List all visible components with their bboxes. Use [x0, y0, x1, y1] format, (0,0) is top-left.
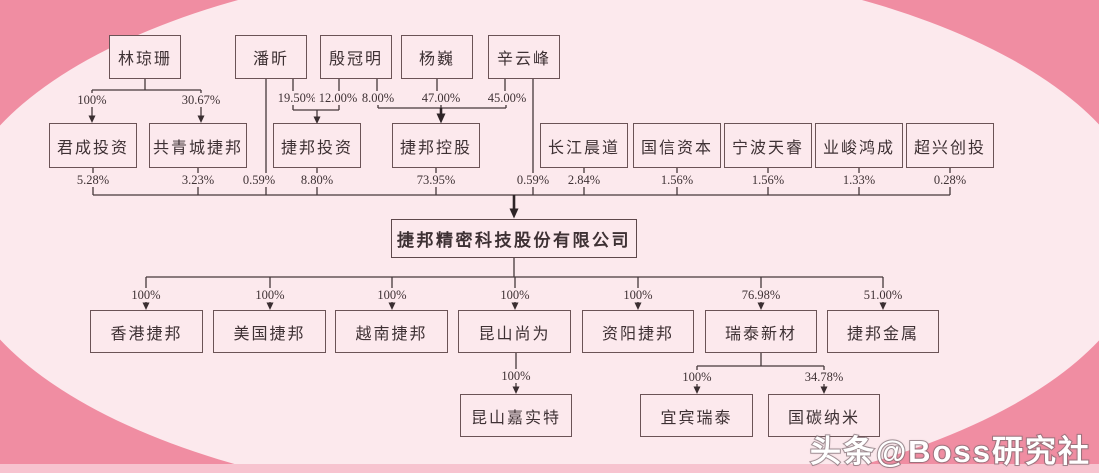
- holding-pct-label: 3.23%: [173, 173, 223, 187]
- top-owner-box-yin-guanming: 殷冠明: [320, 35, 392, 79]
- holding-pct-label-xin-yunfeng-direct: 0.59%: [508, 173, 558, 187]
- stake-pct-label: 8.00%: [357, 91, 399, 105]
- sub-subsidiary-pct-label: 100%: [491, 369, 541, 383]
- top-owner-box-lin-qiongshan: 林琼珊: [109, 35, 181, 79]
- top-owner-box-xin-yunfeng: 辛云峰: [488, 35, 560, 79]
- shareholder-box-chaoxing: 超兴创投: [906, 123, 994, 168]
- sub-subsidiary-pct-label: 100%: [672, 370, 722, 384]
- shareholder-box-gongqingcheng: 共青城捷邦: [149, 123, 247, 168]
- holding-pct-label: 1.56%: [743, 173, 793, 187]
- bottom-strip: [0, 464, 1099, 473]
- subsidiary-box-jinshu: 捷邦金属: [827, 310, 939, 353]
- subsidiary-box-kunshan-shangwei: 昆山尚为: [458, 310, 571, 353]
- shareholder-box-jiebang-konggu: 捷邦控股: [392, 123, 480, 168]
- shareholder-box-juncheng: 君成投资: [49, 123, 137, 168]
- subsidiary-pct-label: 100%: [613, 288, 663, 302]
- holding-pct-label: 5.28%: [68, 173, 118, 187]
- subsidiary-box-vietnam: 越南捷邦: [335, 310, 448, 353]
- shareholder-box-jiebang-touzi: 捷邦投资: [273, 123, 361, 168]
- stake-pct-label: 19.50%: [274, 91, 320, 105]
- shareholder-box-changjiang: 长江晨道: [540, 123, 628, 168]
- stake-pct-label: 12.00%: [315, 91, 361, 105]
- subsidiary-box-hongkong: 香港捷邦: [90, 310, 203, 353]
- top-owner-box-yang-wei: 杨巍: [401, 35, 473, 79]
- stake-pct-label: 30.67%: [178, 93, 224, 107]
- sub-subsidiary-box-jiashite: 昆山嘉实特: [460, 394, 572, 437]
- holding-pct-label: 1.33%: [834, 173, 884, 187]
- subsidiary-pct-label: 100%: [490, 288, 540, 302]
- holding-pct-label: 2.84%: [559, 173, 609, 187]
- sub-subsidiary-box-yibin: 宜宾瑞泰: [640, 394, 753, 437]
- subsidiary-pct-label: 51.00%: [858, 288, 908, 302]
- shareholder-box-guoxin: 国信资本: [633, 123, 721, 168]
- holding-pct-label: 8.80%: [292, 173, 342, 187]
- watermark-text: 头条@Boss研究社: [809, 433, 1091, 470]
- subsidiary-pct-label: 100%: [367, 288, 417, 302]
- subsidiary-pct-label: 100%: [245, 288, 295, 302]
- company-box: 捷邦精密科技股份有限公司: [391, 219, 637, 258]
- holding-pct-label: 0.28%: [925, 173, 975, 187]
- shareholder-box-ningbo: 宁波天睿: [724, 123, 812, 168]
- stake-pct-label: 45.00%: [484, 91, 530, 105]
- sub-subsidiary-pct-label: 34.78%: [799, 370, 849, 384]
- holding-pct-label-pan-xin-direct: 0.59%: [234, 173, 284, 187]
- holding-pct-label: 73.95%: [411, 173, 461, 187]
- sub-subsidiary-box-guotan: 国碳纳米: [768, 394, 880, 437]
- subsidiary-box-ruitai: 瑞泰新材: [705, 310, 817, 353]
- subsidiary-box-ziyang: 资阳捷邦: [582, 310, 694, 353]
- subsidiary-pct-label: 76.98%: [736, 288, 786, 302]
- subsidiary-box-usa: 美国捷邦: [213, 310, 326, 353]
- shareholder-box-yejun: 业峻鸿成: [815, 123, 903, 168]
- top-owner-box-pan-xin: 潘昕: [235, 35, 307, 79]
- holding-pct-label: 1.56%: [652, 173, 702, 187]
- stake-pct-label: 100%: [69, 93, 115, 107]
- subsidiary-pct-label: 100%: [121, 288, 171, 302]
- stake-pct-label: 47.00%: [418, 91, 464, 105]
